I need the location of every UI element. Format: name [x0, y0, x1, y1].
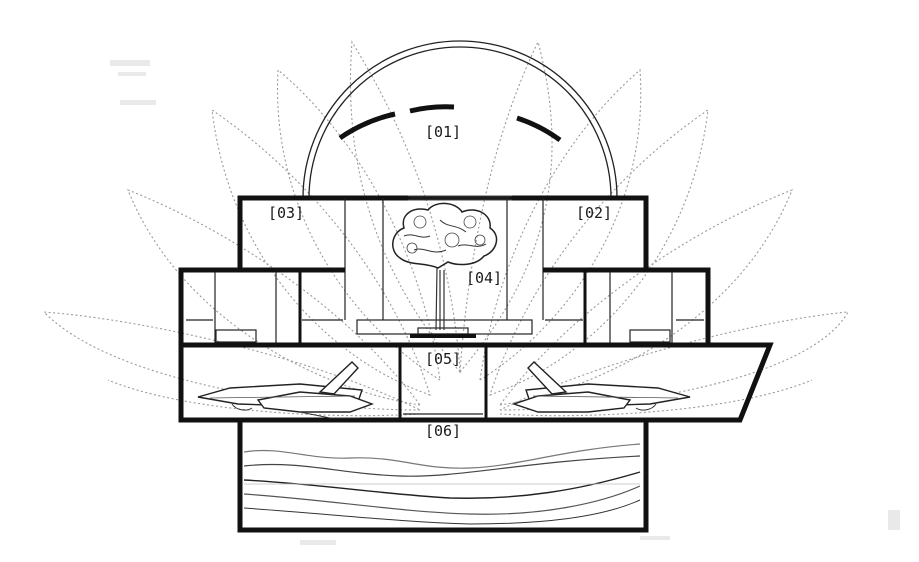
petal-outer-right [499, 311, 849, 411]
label-dome: [01] [425, 123, 461, 141]
label-left-tower: [03] [268, 204, 304, 222]
label-tree-court: [04] [466, 269, 502, 287]
main-hall [178, 342, 774, 423]
ghost-marks [110, 60, 900, 545]
petal-base-left [107, 379, 421, 417]
petal-base-right [499, 379, 813, 417]
label-right-tower: [02] [576, 204, 612, 222]
dome [302, 40, 618, 199]
petal-center-right [459, 40, 553, 374]
petal-inner-right [479, 68, 642, 382]
petal-wide-right [498, 189, 793, 406]
label-central-hall: [05] [425, 350, 461, 368]
label-lower-basin: [06] [425, 422, 461, 440]
petal-inner-left [276, 68, 441, 382]
petal-center-left [349, 40, 461, 374]
lotus-petals [42, 40, 849, 417]
wing-floor [178, 267, 711, 345]
petal-mid-left [211, 108, 431, 396]
petal-wide-left [127, 189, 422, 406]
tree [392, 202, 498, 331]
boat-right [511, 361, 691, 413]
lower-basin [237, 420, 649, 533]
boat-left [197, 361, 375, 419]
